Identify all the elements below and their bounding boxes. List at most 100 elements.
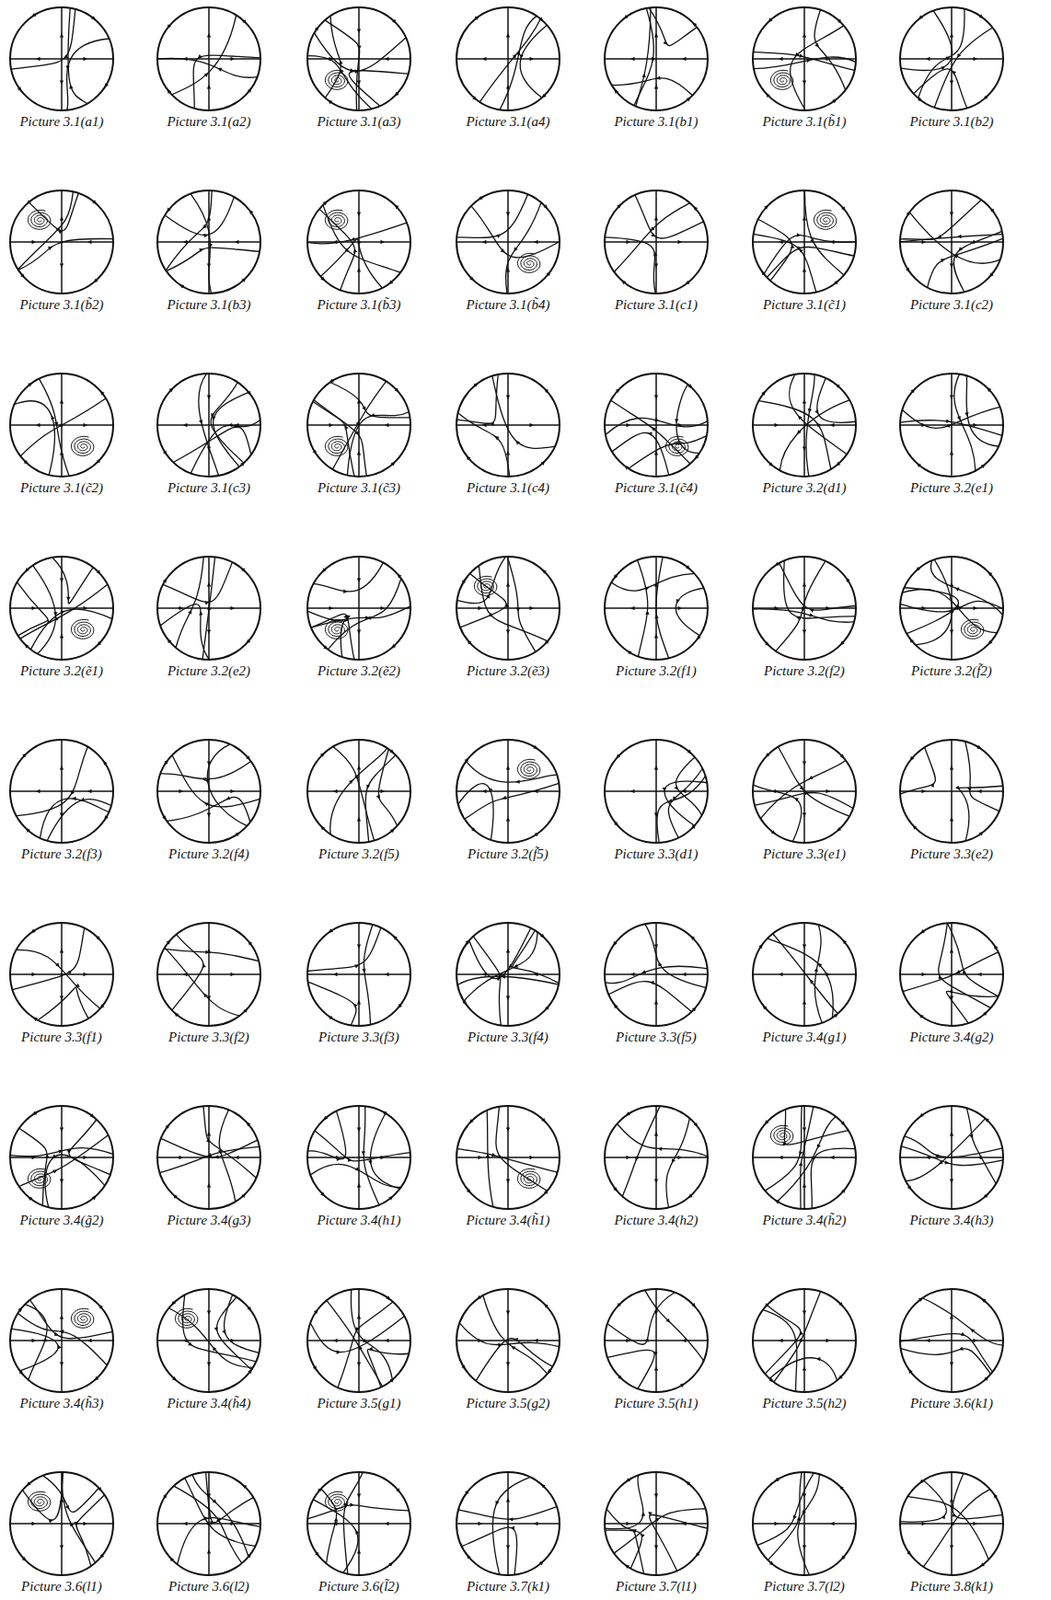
boundary-arrow [392, 935, 398, 941]
orbit-arrow [653, 1351, 659, 1356]
orbit-arrow [519, 54, 524, 59]
axis-arrow [625, 1522, 631, 1526]
poincare-disk [307, 556, 411, 660]
orbit-arrow [353, 1004, 359, 1009]
orbit-arrow [515, 780, 520, 785]
axis-arrow [333, 972, 338, 977]
boundary-arrow [625, 1111, 631, 1116]
picture-caption: Picture 3.1(b2) [907, 114, 995, 130]
y-axis [655, 373, 658, 477]
orbit-arrow [641, 72, 646, 78]
boundary-arrow [320, 277, 325, 282]
boundary-arrow [693, 1122, 698, 1128]
boundary-arrow [247, 1306, 252, 1312]
boundary-arrow [26, 1481, 32, 1487]
boundary-arrow [680, 1384, 685, 1388]
boundary-arrow [25, 828, 31, 833]
boundary-arrow [532, 745, 538, 750]
axis-arrow [506, 1310, 510, 1316]
orbit-arrow [198, 419, 203, 425]
axis-arrow [31, 240, 36, 244]
picture-caption: Picture 3.4(h̃4) [164, 1396, 253, 1412]
orbit-curve [456, 194, 528, 238]
orbit-curve [160, 604, 209, 660]
axis-arrow [207, 394, 211, 400]
orbit-curve [499, 15, 537, 110]
orbit-arrow [354, 965, 359, 970]
orbit-arrow [343, 589, 348, 594]
boundary-arrow [241, 1193, 246, 1199]
boundary-arrow [912, 825, 918, 831]
axis-arrow [506, 995, 510, 1001]
axis-arrow [230, 789, 235, 794]
axis-arrow [921, 972, 926, 977]
orbit-curve [469, 928, 532, 980]
orbit-curve [177, 1518, 261, 1566]
axis-arrow [506, 33, 510, 38]
orbit-arrow [204, 802, 209, 807]
boundary-arrow [986, 387, 992, 393]
orbit-arrow [485, 593, 490, 599]
orbit-arrow [70, 790, 75, 796]
axis-arrow [207, 1131, 211, 1137]
boundary-arrow [24, 567, 30, 573]
boundary-arrow [990, 208, 994, 214]
axis-arrow [333, 789, 338, 794]
axis-arrow [802, 267, 807, 273]
boundary-arrow [467, 640, 472, 646]
picture-caption: Picture 3.1(c̃3) [315, 480, 403, 497]
axis-arrow [921, 789, 926, 794]
orbit-curve [900, 747, 936, 795]
orbit-arrow [362, 1339, 368, 1343]
boundary-arrow [615, 388, 621, 393]
orbit-arrow [357, 46, 361, 51]
orbit-curve [814, 10, 846, 91]
boundary-arrow [170, 1557, 175, 1562]
axis-arrow [506, 765, 510, 771]
orbit-arrow [653, 252, 658, 257]
orbit-arrow [793, 1515, 797, 1521]
orbit-arrow [950, 1521, 955, 1526]
boundary-arrow [461, 1365, 465, 1371]
axis-arrow [207, 1183, 211, 1189]
picture-caption: Picture 3.5(h1) [612, 1396, 700, 1412]
axis-arrow [529, 1155, 534, 1160]
boundary-arrow [388, 1196, 393, 1202]
orbit-arrow [57, 1149, 63, 1154]
axis-arrow [82, 1522, 88, 1526]
orbit-arrow [809, 609, 815, 613]
axis-arrow [506, 817, 510, 822]
orbit-curve [938, 923, 992, 1008]
poincare-disk [752, 739, 856, 844]
orbit-arrow [796, 616, 801, 621]
orbit-curve [459, 1323, 559, 1348]
orbit-curve [900, 199, 982, 240]
boundary-arrow [764, 1120, 770, 1125]
poincare-disk [752, 190, 856, 294]
orbit-curve [604, 1475, 644, 1529]
orbit-curve [605, 966, 708, 983]
orbit-arrow [512, 54, 518, 59]
orbit-curve [363, 924, 373, 1026]
orbit-curve [752, 609, 855, 623]
orbit-arrow [488, 612, 494, 618]
boundary-arrow [96, 570, 102, 576]
poincare-disk [307, 373, 411, 477]
axis-arrow [681, 972, 687, 977]
boundary-arrow [839, 1486, 844, 1491]
boundary-arrow [918, 1297, 924, 1302]
picture-caption: Picture 3.2(ẽ1) [18, 663, 105, 680]
axis-arrow [802, 33, 807, 38]
orbit-curve [604, 237, 656, 294]
axis-arrow [654, 1493, 659, 1499]
orbit-arrow [204, 1516, 209, 1521]
axis-arrow [972, 606, 978, 611]
orbit-arrow [935, 1154, 940, 1159]
boundary-arrow [314, 26, 320, 32]
boundary-arrow [692, 206, 698, 211]
orbit-curve [492, 376, 555, 450]
axis-arrow [357, 1000, 361, 1005]
orbit-curve [52, 557, 93, 604]
orbit-curve [175, 556, 204, 648]
poincare-disk [10, 7, 114, 111]
